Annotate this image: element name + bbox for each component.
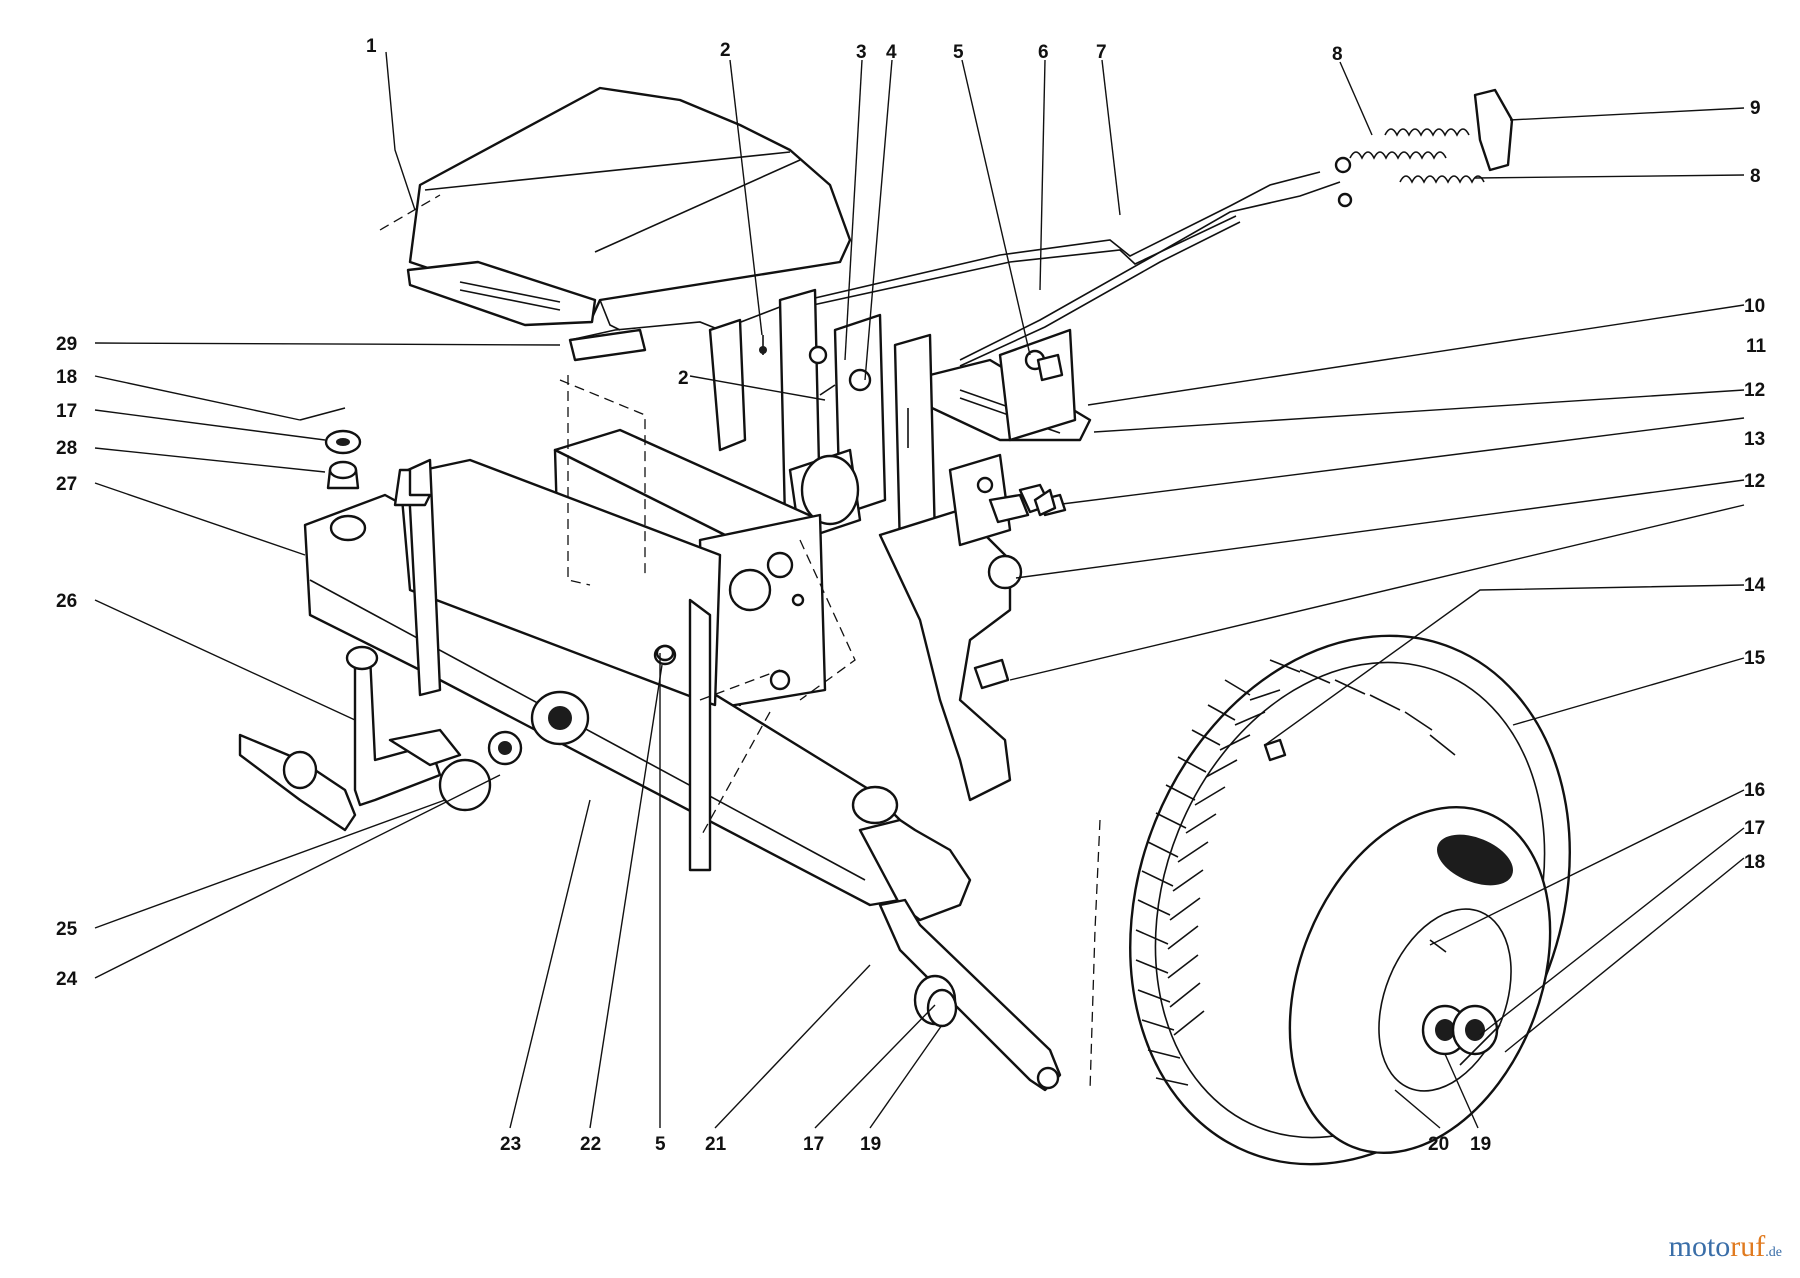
- wheel-assembly: [1129, 634, 1571, 1166]
- tire-tread: [1135, 659, 1456, 1086]
- callout-15: 15: [1744, 648, 1766, 669]
- callout-27: 27: [56, 474, 77, 495]
- callout-18: 18: [56, 367, 77, 388]
- callout-7: 7: [1096, 42, 1107, 63]
- callout-10: 10: [1744, 296, 1765, 317]
- callout-25: 25: [56, 919, 78, 940]
- callout-8: 8: [1332, 44, 1343, 65]
- callout-19: 19: [860, 1134, 881, 1155]
- linkage-rods: [569, 171, 1341, 367]
- springs: [1334, 88, 1514, 208]
- callout-12: 12: [1744, 380, 1765, 401]
- callout-5: 5: [655, 1134, 666, 1155]
- leader-lines: [94, 51, 1745, 1129]
- right-axle: [878, 898, 1062, 1092]
- callout-28: 28: [56, 438, 77, 459]
- callout-22: 22: [580, 1134, 601, 1155]
- callout-16: 16: [1744, 780, 1765, 801]
- callout-17: 17: [56, 401, 77, 422]
- callout-1: 1: [366, 36, 377, 57]
- left-foot-pedal: [406, 260, 597, 327]
- callout-24: 24: [56, 969, 78, 990]
- callout-9: 9: [1750, 98, 1761, 119]
- callout-14: 14: [1744, 575, 1766, 596]
- watermark-part-1: moto: [1668, 1230, 1731, 1263]
- callout-2: 2: [678, 368, 689, 389]
- callout-8: 8: [1750, 166, 1761, 187]
- callout-3: 3: [856, 42, 867, 63]
- callout-4: 4: [886, 42, 897, 63]
- small-hardware: [655, 335, 1287, 762]
- callout-labels: 1 2 3 4 5 6 7 8 9 8 10 11 12 13 12 14 15…: [56, 36, 1767, 1155]
- callout-17: 17: [803, 1134, 824, 1155]
- callout-12: 12: [1744, 471, 1765, 492]
- left-spindle: [238, 645, 523, 832]
- hardware-upper-left: [299, 407, 362, 490]
- watermark-logo: motoruf.de: [1669, 1230, 1782, 1264]
- callout-2: 2: [720, 40, 731, 61]
- callout-21: 21: [705, 1134, 727, 1155]
- callout-17: 17: [1744, 818, 1765, 839]
- center-brackets: [708, 288, 1077, 552]
- lower-rail: [303, 328, 972, 922]
- callout-20: 20: [1428, 1134, 1449, 1155]
- callout-26: 26: [56, 591, 77, 612]
- callout-13: 13: [1744, 429, 1765, 450]
- watermark-part-3: .de: [1765, 1245, 1782, 1260]
- callout-19: 19: [1470, 1134, 1491, 1155]
- callout-5: 5: [953, 42, 964, 63]
- callout-29: 29: [56, 334, 77, 355]
- callout-6: 6: [1038, 42, 1049, 63]
- callout-11: 11: [1746, 336, 1767, 357]
- callout-23: 23: [500, 1134, 521, 1155]
- assembly-guides: [559, 375, 1101, 1091]
- callout-18: 18: [1744, 852, 1765, 873]
- watermark-part-2: ruf: [1730, 1230, 1766, 1263]
